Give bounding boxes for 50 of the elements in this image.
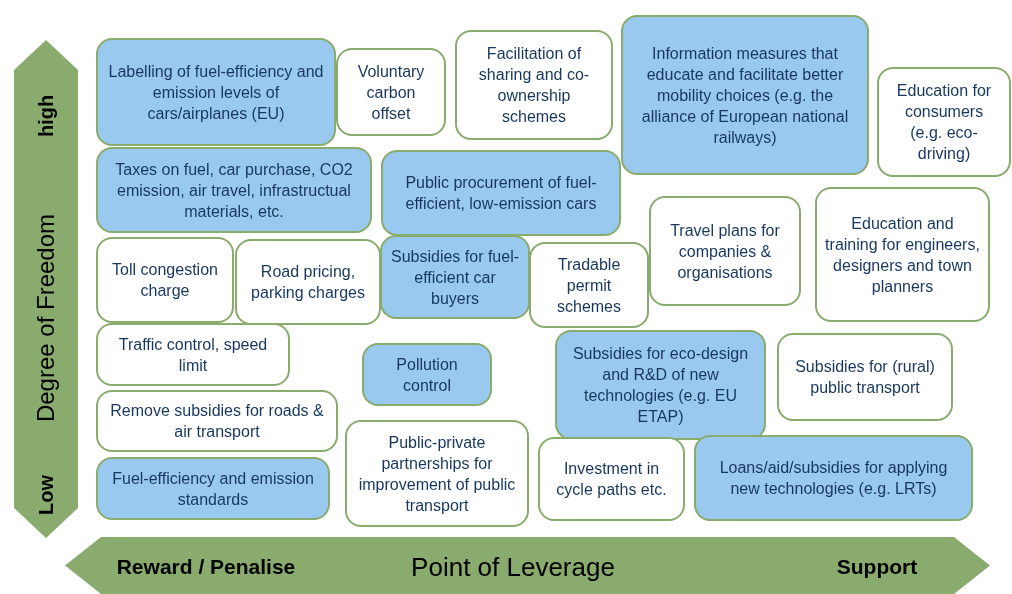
- policy-text: Road pricing, parking charges: [250, 262, 366, 303]
- policy-text: Subsidies for fuel-efficient car buyers: [390, 246, 520, 309]
- policy-box: [694, 435, 973, 521]
- policy-text: Traffic control, speed limit: [117, 334, 269, 376]
- policy-box: [815, 187, 990, 322]
- policy-text: Subsidies for eco-design and R&D of new technologies (e.g. EU ETAP): [571, 344, 750, 427]
- policy-box: [555, 330, 766, 440]
- policy-box: [649, 196, 801, 306]
- policy-box: [538, 437, 685, 521]
- axis-title: Point of Leverage: [411, 551, 615, 583]
- policy-box: [96, 390, 338, 452]
- policy-text: Facilitation of sharing and co-ownership schemes: [477, 44, 591, 127]
- policy-box: [455, 30, 613, 140]
- policy-text: Remove subsidies for roads & air transport: [109, 401, 325, 442]
- policy-text: Voluntary carbon offset: [356, 61, 426, 124]
- policy-box: [381, 150, 621, 236]
- policy-text: Information measures that educate and facilitate better mobility choices (e.g. the alliance of European national railways): [640, 43, 850, 148]
- policy-text: Loans/aid/subsidies for applying new technologies (e.g. LRTs): [718, 458, 949, 499]
- policy-box: [96, 457, 330, 520]
- policy-text: Labelling of fuel-efficiency and emission levels of cars/airplanes (EU): [107, 61, 325, 124]
- axis-end-label: Reward / Penalise: [116, 555, 296, 579]
- axis-title: Degree of Freedom: [32, 213, 60, 423]
- policy-text: Pollution control: [395, 354, 459, 396]
- policy-box: [777, 333, 953, 421]
- axis-end-label: high: [34, 94, 58, 138]
- policy-text: Toll congestion charge: [111, 260, 219, 301]
- policy-box: [877, 67, 1011, 177]
- policy-box: [96, 237, 234, 323]
- policy-box: [345, 420, 529, 527]
- axis-end-label: Low: [34, 475, 58, 515]
- policy-text: Education for consumers (e.g. eco-driving): [895, 81, 993, 164]
- policy-text: Investment in cycle paths etc.: [555, 459, 668, 500]
- policy-text: Travel plans for companies & organisations: [669, 220, 781, 283]
- policy-box: [235, 239, 381, 325]
- policy-box: [529, 242, 649, 328]
- policy-text: Education and training for engineers, designers and town planners: [825, 213, 980, 297]
- policy-box: [380, 235, 530, 319]
- policy-text: Public-private partnerships for improvement of public transport: [357, 432, 517, 516]
- policy-text: Taxes on fuel, car purchase, CO2 emission, air travel, infrastructual materials, etc.: [114, 159, 354, 222]
- axis-end-label: Support: [836, 555, 918, 579]
- policy-box: [96, 147, 372, 233]
- policy-box: [621, 15, 869, 175]
- policy-text: Public procurement of fuel-efficient, low-emission cars: [404, 173, 598, 214]
- policy-text: Tradable permit schemes: [556, 254, 622, 317]
- policy-box: [336, 48, 446, 136]
- policy-box: [96, 323, 290, 386]
- policy-box: [96, 38, 336, 146]
- policy-text: Subsidies for (rural) public transport: [794, 357, 936, 398]
- policy-box: [362, 343, 492, 406]
- policy-text: Fuel-efficiency and emission standards: [111, 468, 315, 510]
